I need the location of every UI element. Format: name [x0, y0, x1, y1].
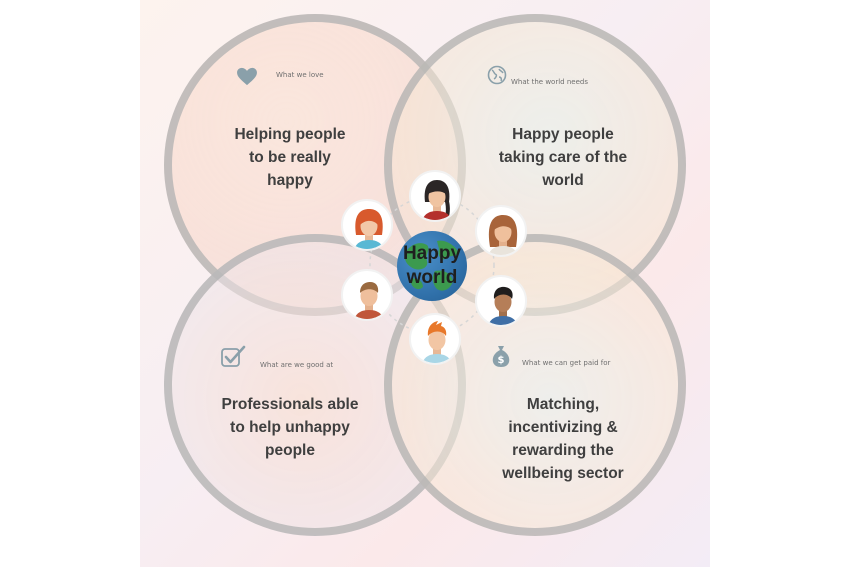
text-line: Helping people [234, 126, 346, 143]
text-line: Professionals able [221, 396, 359, 413]
avatar-man-dark-skin [475, 275, 527, 327]
money-bag-icon: $ [492, 346, 510, 367]
quadrant-text-what-we-can-get-paid-for: Matching, incentivizing & rewarding the … [478, 393, 648, 485]
quadrant-text-what-we-love: Helping people to be really happy [210, 123, 370, 192]
text-line: rewarding the [512, 442, 614, 459]
quadrant-label-what-we-love: What we love [276, 71, 324, 79]
text-line: to be really [249, 149, 331, 166]
text-line: Matching, [526, 396, 600, 413]
avatar-man-orange-hair [409, 313, 461, 365]
quadrant-label-what-the-world-needs: What the world needs [511, 78, 588, 86]
svg-text:$: $ [498, 355, 505, 366]
quadrant-label-what-are-we-good-at: What are we good at [260, 361, 334, 369]
checkmark-icon [221, 345, 246, 367]
avatar-woman-red-hair [341, 199, 393, 251]
text-line: taking care of the [498, 149, 628, 166]
quadrant-text-what-are-we-good-at: Professionals able to help unhappy peopl… [202, 393, 378, 462]
globe-continents [404, 240, 459, 291]
center-text-line1: Happy [402, 243, 462, 264]
avatar-woman-brown-hair [475, 205, 527, 257]
avatar-woman-dark-hair [409, 170, 461, 222]
text-line: Happy people [512, 126, 614, 143]
avatar-ring [369, 196, 495, 334]
text-line: to help unhappy [230, 419, 350, 436]
text-line: world [542, 172, 584, 189]
text-line: wellbeing sector [502, 465, 624, 482]
heart-icon [237, 67, 257, 86]
center-text-line2: world [406, 267, 458, 288]
quadrant-label-what-we-can-get-paid-for: What we can get paid for [522, 359, 611, 367]
text-line: people [265, 442, 315, 459]
happy-world-globe: Happy world [397, 231, 467, 301]
globe-icon [487, 65, 507, 85]
text-line: incentivizing & [508, 419, 618, 436]
text-line: happy [267, 172, 313, 189]
avatar-man-light-hair [341, 269, 393, 321]
quadrant-text-what-the-world-needs: Happy people taking care of the world [478, 123, 648, 192]
